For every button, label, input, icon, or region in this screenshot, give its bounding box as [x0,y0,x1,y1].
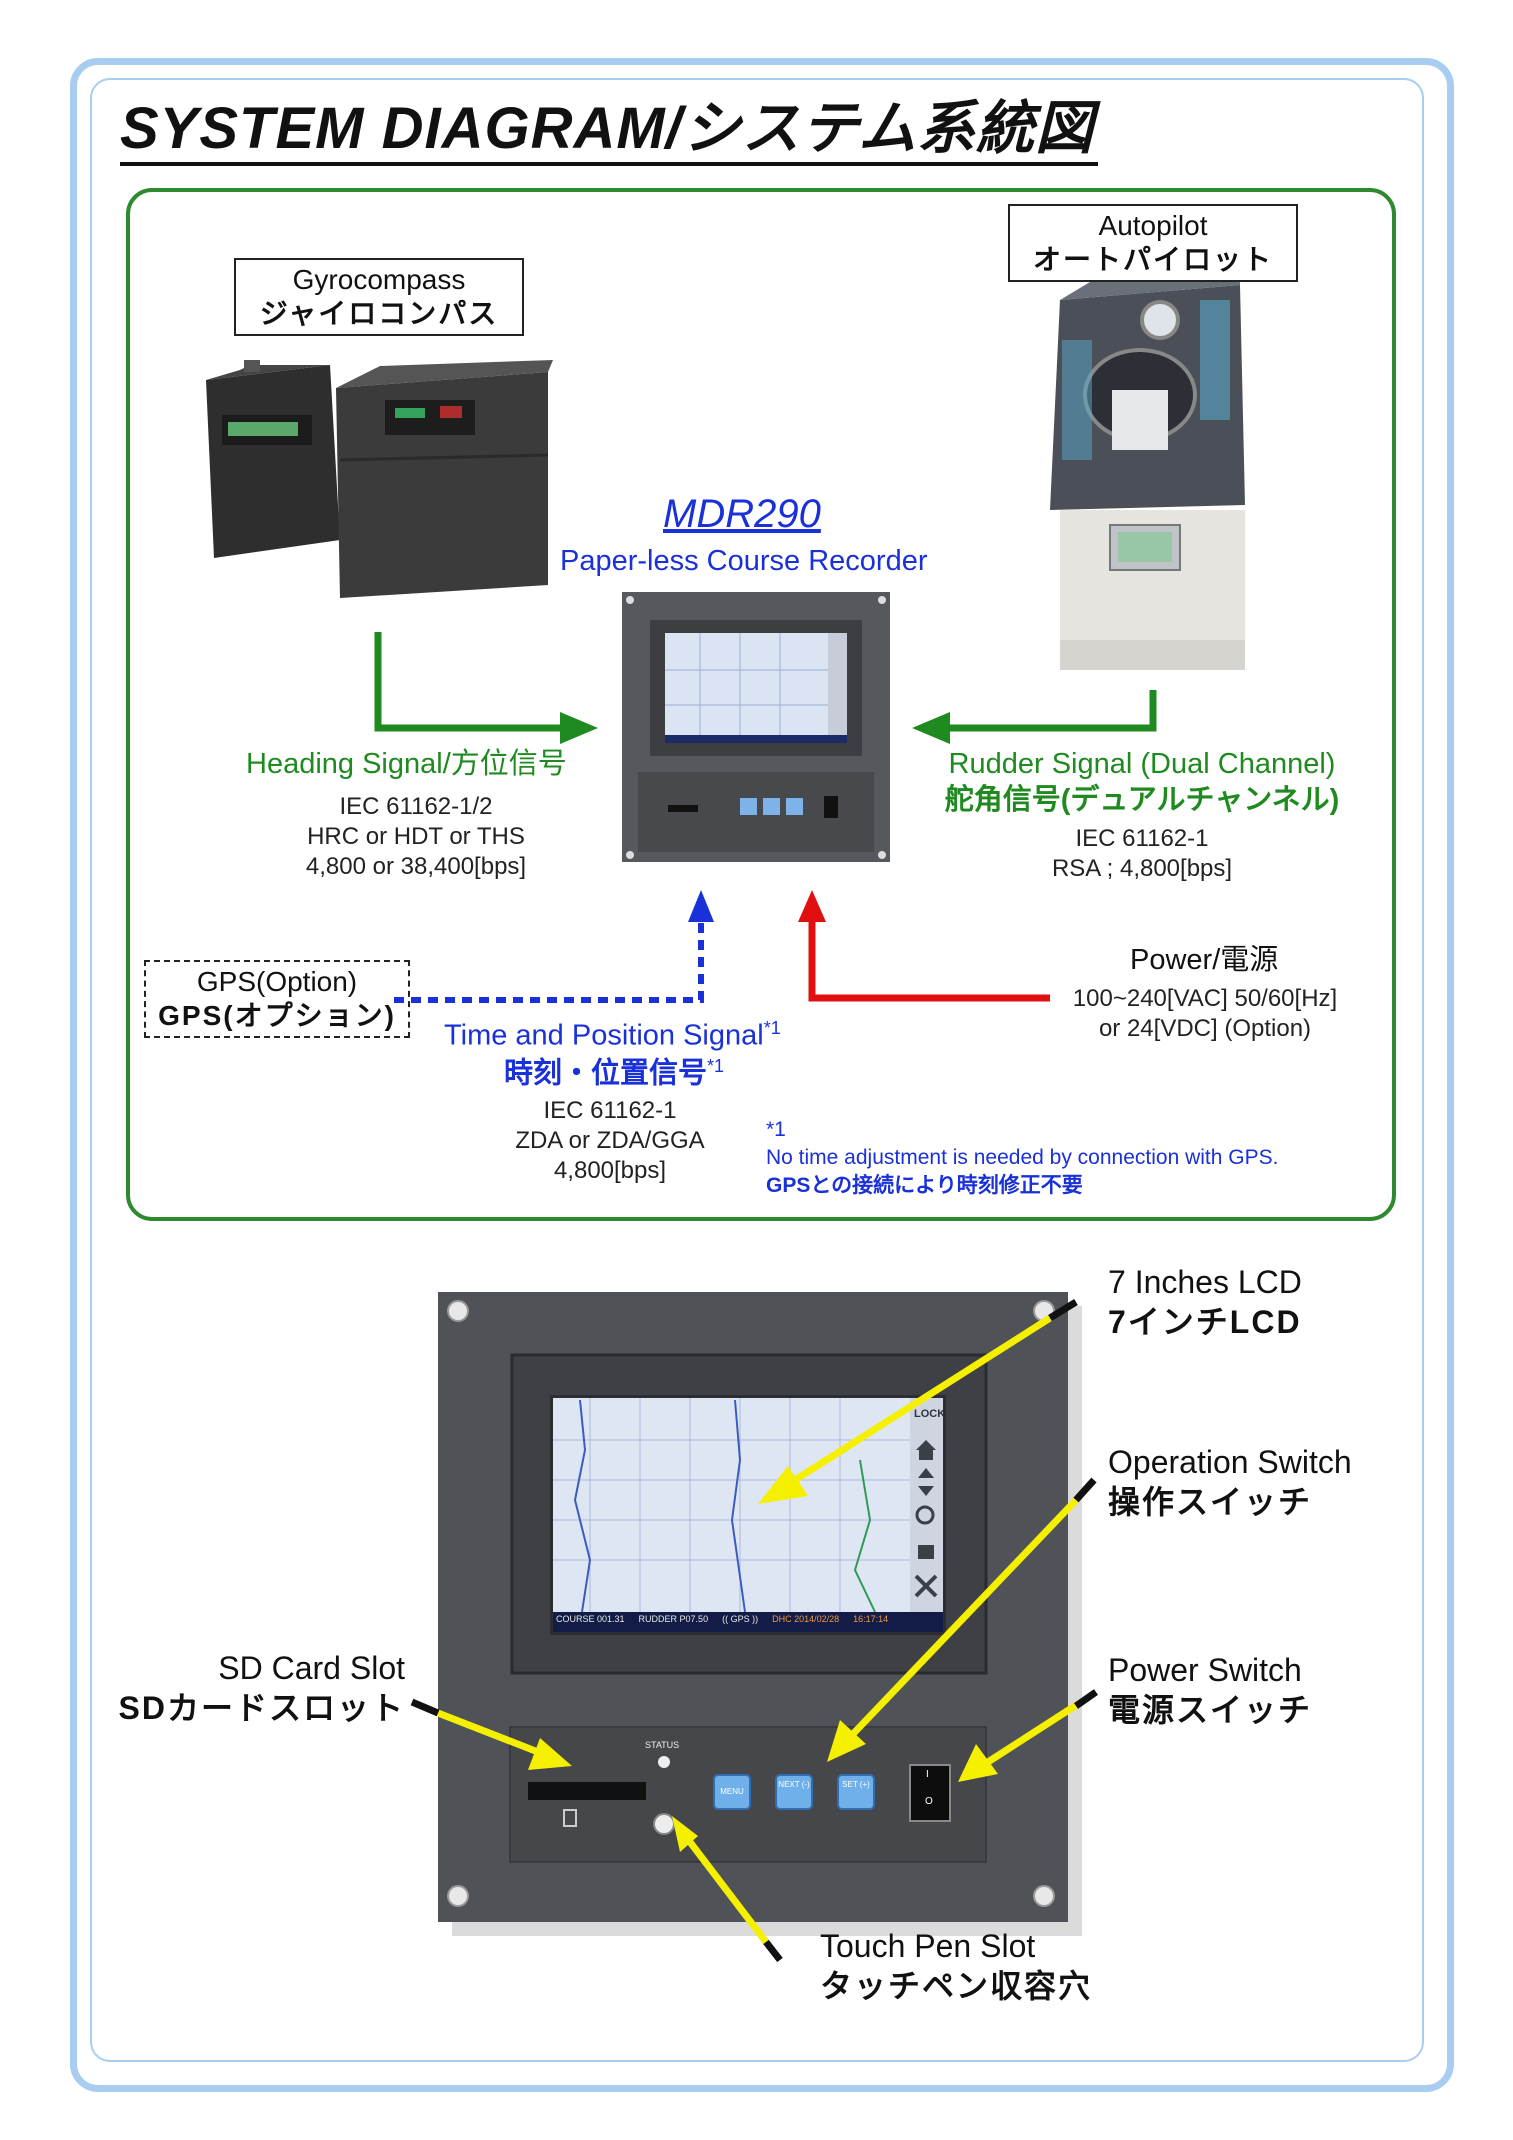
page-title: SYSTEM DIAGRAM/システム系統図 [120,96,1099,166]
heading-spec-line: 4,800 or 38,400[bps] [305,853,527,880]
recorder-model: MDR290 [663,492,821,536]
power-specs: 100~240[VAC] 50/60[Hz] or 24[VDC] (Optio… [1060,984,1350,1044]
menu-button[interactable]: MENU [720,1787,744,1796]
power-switch-callout-jp: 電源スイッチ [1108,1692,1313,1728]
time-position-label-jp: 時刻・位置信号 [504,1057,708,1090]
sd-slot-callout: SD Card Slot SDカードスロット [100,1648,405,1728]
power-switch-callout-en: Power Switch [1108,1652,1302,1688]
time-position-label-en: Time and Position Signal [444,1019,764,1052]
lcd-callout-jp: 7インチLCD [1108,1304,1302,1340]
system-diagram-box [126,188,1396,1221]
page-frame-inner [90,78,1424,2062]
time-position-spec-line: 4,800[bps] [553,1157,667,1184]
gps-label-jp: GPS(オプション) [158,1000,396,1031]
touch-pen-callout-jp: タッチペン収容穴 [820,1968,1093,2004]
power-spec-line: 100~240[VAC] 50/60[Hz] [1072,985,1338,1012]
operation-callout-en: Operation Switch [1108,1444,1352,1480]
heading-arrow-head [560,712,598,744]
rudder-arrow-head [912,712,950,744]
footnote-en: No time adjustment is needed by connecti… [766,1146,1279,1169]
page-frame-outer [70,58,1454,2092]
footnote-jp: GPSとの接続により時刻修正不要 [766,1174,1083,1197]
autopilot-label-jp: オートパイロット [1032,244,1273,275]
gps-arrow-head [688,890,714,922]
screen-status-bar: COURSE 001.31 RUDDER P07.50 (( GPS )) DH… [556,1614,906,1624]
status-course: COURSE 001.31 [556,1614,625,1624]
lock-label: LOCK [914,1408,946,1420]
gps-label-en: GPS(Option) [196,966,358,997]
gyrocompass-label: Gyrocompass ジャイロコンパス [234,258,524,336]
operation-callout: Operation Switch 操作スイッチ [1108,1442,1352,1522]
status-time: 16:17:14 [853,1614,889,1624]
time-position-signal-jp: 時刻・位置信号*1 [504,1048,724,1092]
sd-slot-callout-en: SD Card Slot [218,1650,405,1686]
power-switch-off-mark: O [925,1796,933,1807]
power-switch-on-mark: I [926,1769,929,1780]
touch-pen-callout-en: Touch Pen Slot [820,1928,1036,1964]
autopilot-label-en: Autopilot [1098,210,1208,241]
rudder-signal-label-en: Rudder Signal (Dual Channel) [948,748,1336,780]
time-position-signal-label: Time and Position Signal*1 [444,1010,781,1054]
status-date: DHC 2014/02/28 [772,1614,840,1624]
heading-signal-specs: IEC 61162-1/2 HRC or HDT or THS 4,800 or… [296,792,536,882]
rudder-spec-line: IEC 61162-1 [1075,825,1209,852]
power-spec-line: or 24[VDC] (Option) [1098,1015,1312,1042]
power-label: Power/電源 [1130,944,1279,976]
gyrocompass-label-jp: ジャイロコンパス [259,298,499,329]
time-position-spec-line: ZDA or ZDA/GGA [515,1127,705,1154]
rudder-signal-specs: IEC 61162-1 RSA ; 4,800[bps] [1022,824,1262,884]
heading-spec-line: IEC 61162-1/2 [339,793,493,820]
gps-label: GPS(Option) GPS(オプション) [144,960,410,1038]
touch-pen-callout: Touch Pen Slot タッチペン収容穴 [820,1926,1092,2006]
time-position-sup: *1 [763,1018,781,1038]
rudder-signal-label-jp: 舵角信号(デュアルチャンネル) [944,784,1340,816]
status-rudder: RUDDER P07.50 [638,1614,709,1624]
sd-slot-callout-jp: SDカードスロット [118,1690,405,1726]
autopilot-label: Autopilot オートパイロット [1008,204,1298,282]
power-arrow-head [798,890,826,922]
time-position-sup-jp: *1 [707,1056,725,1076]
lcd-callout: 7 Inches LCD 7インチLCD [1108,1262,1302,1342]
heading-signal-label: Heading Signal/方位信号 [246,748,567,780]
power-switch-callout: Power Switch 電源スイッチ [1108,1650,1312,1730]
time-position-specs: IEC 61162-1 ZDA or ZDA/GGA 4,800[bps] [500,1096,720,1186]
operation-callout-jp: 操作スイッチ [1108,1484,1313,1520]
status-label: STATUS [645,1740,680,1750]
status-gps: (( GPS )) [722,1614,759,1624]
next-button[interactable]: NEXT (-) [778,1780,810,1789]
lcd-callout-en: 7 Inches LCD [1108,1264,1302,1300]
time-position-spec-line: IEC 61162-1 [543,1097,677,1124]
footnote-mark: *1 [766,1118,786,1141]
set-button[interactable]: SET (+) [842,1780,870,1789]
gyrocompass-label-en: Gyrocompass [292,264,466,295]
rudder-signal-label: Rudder Signal (Dual Channel) 舵角信号(デュアルチャ… [932,746,1352,818]
heading-spec-line: HRC or HDT or THS [307,823,525,850]
rudder-spec-line: RSA ; 4,800[bps] [1051,855,1233,882]
footnote: *1 No time adjustment is needed by conne… [766,1116,1278,1200]
recorder-subtitle: Paper-less Course Recorder [560,545,928,577]
